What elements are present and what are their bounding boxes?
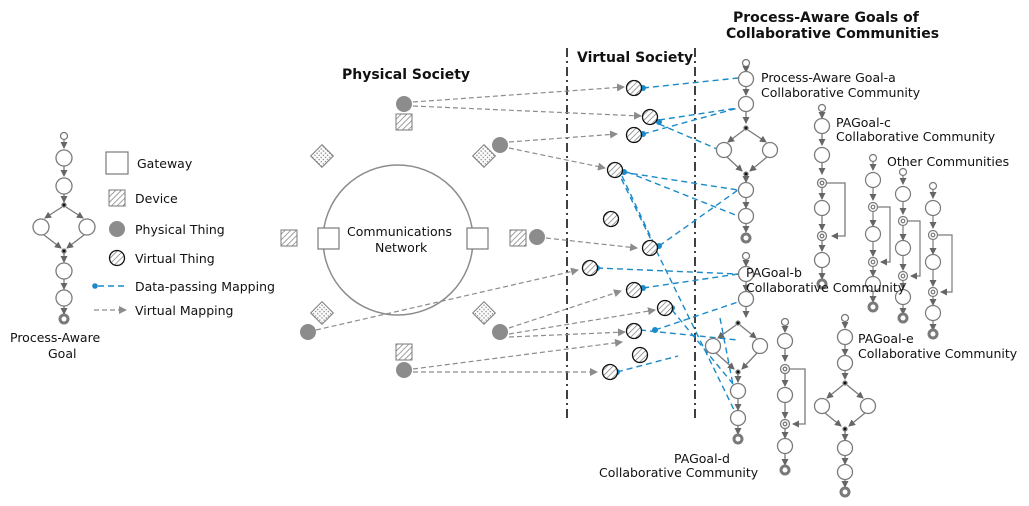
- virtual-thing-6: [641, 239, 659, 257]
- legend-virtual-thing-symbol: [108, 249, 126, 267]
- community-a-process: [715, 58, 779, 244]
- device-bottom: [395, 343, 413, 361]
- device-right: [509, 229, 527, 247]
- legend-virtual-thing-label: Virtual Thing: [135, 251, 215, 266]
- community-b-process: [704, 251, 769, 445]
- edge-gateway-bottom-left: [309, 300, 335, 326]
- community-a-label-line1: Process-Aware Goal-a: [761, 70, 896, 85]
- left-goal-label-line1: Process-Aware: [10, 330, 100, 345]
- edge-gateway-top-right: [471, 143, 497, 169]
- device-top: [395, 113, 413, 131]
- virtual-things: [581, 79, 674, 381]
- virtual-thing-4: [606, 161, 624, 179]
- physical-thing-2: [492, 137, 508, 153]
- left-goal-label-line2: Goal: [48, 346, 76, 361]
- network-label-line2: Network: [375, 240, 428, 255]
- community-b-label-line1: PAGoal-b: [746, 265, 802, 280]
- virtual-society-heading: Virtual Society: [577, 50, 693, 66]
- physical-thing-5: [492, 324, 508, 340]
- community-e-label-line1: PAGoal-e: [858, 331, 914, 346]
- virtual-mappings: [315, 83, 656, 376]
- legend-device-label: Device: [135, 191, 178, 206]
- virtual-thing-8: [625, 281, 643, 299]
- virtual-thing-1: [625, 79, 643, 97]
- physical-thing-3: [529, 229, 545, 245]
- virtual-thing-12: [601, 363, 619, 381]
- community-e-label-line2: Collaborative Community: [858, 346, 1018, 361]
- network-label-line1: Communications: [347, 224, 452, 239]
- legend-virtual-mapping-label: Virtual Mapping: [135, 303, 233, 318]
- community-d-label-line2: Collaborative Community: [599, 465, 759, 480]
- goals-heading-line1: Process-Aware Goals of: [733, 10, 920, 26]
- physical-society: Communications Network: [280, 96, 545, 378]
- legend: Gateway Device Physical Thing Virtual Th…: [92, 151, 275, 318]
- community-d-process: [776, 317, 806, 476]
- community-b-label-line2: Collaborative Community: [746, 280, 906, 295]
- virtual-thing-7: [581, 259, 599, 277]
- virtual-thing-3: [625, 126, 643, 144]
- edge-gateway-bottom-right: [471, 300, 497, 326]
- community-a-label-line2: Collaborative Community: [761, 85, 921, 100]
- legend-data-passing-label: Data-passing Mapping: [135, 279, 275, 294]
- edge-gateway-top-left: [309, 143, 335, 169]
- physical-society-heading: Physical Society: [342, 67, 470, 83]
- data-passing-mappings: [596, 77, 739, 419]
- physical-thing-1: [396, 96, 412, 112]
- community-c-label-line1: PAGoal-c: [836, 115, 891, 130]
- device-left: [280, 229, 298, 247]
- virtual-thing-2: [641, 108, 659, 126]
- gateway-right: [466, 227, 489, 250]
- virtual-thing-10: [625, 322, 643, 340]
- virtual-thing-5: [602, 210, 620, 228]
- virtual-thing-9: [656, 299, 674, 317]
- community-c-process: [813, 103, 846, 290]
- virtual-thing-11: [631, 346, 649, 364]
- left-process-aware-goal: [32, 131, 96, 325]
- legend-physical-thing-label: Physical Thing: [135, 222, 225, 237]
- gateway-left: [317, 227, 340, 250]
- physical-thing-6: [396, 362, 412, 378]
- other-communities-processes: [864, 153, 953, 340]
- legend-gateway-label: Gateway: [137, 156, 193, 171]
- legend-device-symbol: [108, 189, 126, 207]
- physical-thing-4: [300, 324, 316, 340]
- community-e-process: [813, 313, 877, 498]
- community-d-label-line1: PAGoal-d: [674, 451, 730, 466]
- legend-physical-thing-symbol: [109, 221, 125, 237]
- other-communities-label: Other Communities: [887, 154, 1009, 169]
- legend-gateway-symbol: [105, 151, 129, 175]
- community-c-label-line2: Collaborative Community: [836, 129, 996, 144]
- goals-heading-line2: Collaborative Communities: [726, 26, 939, 42]
